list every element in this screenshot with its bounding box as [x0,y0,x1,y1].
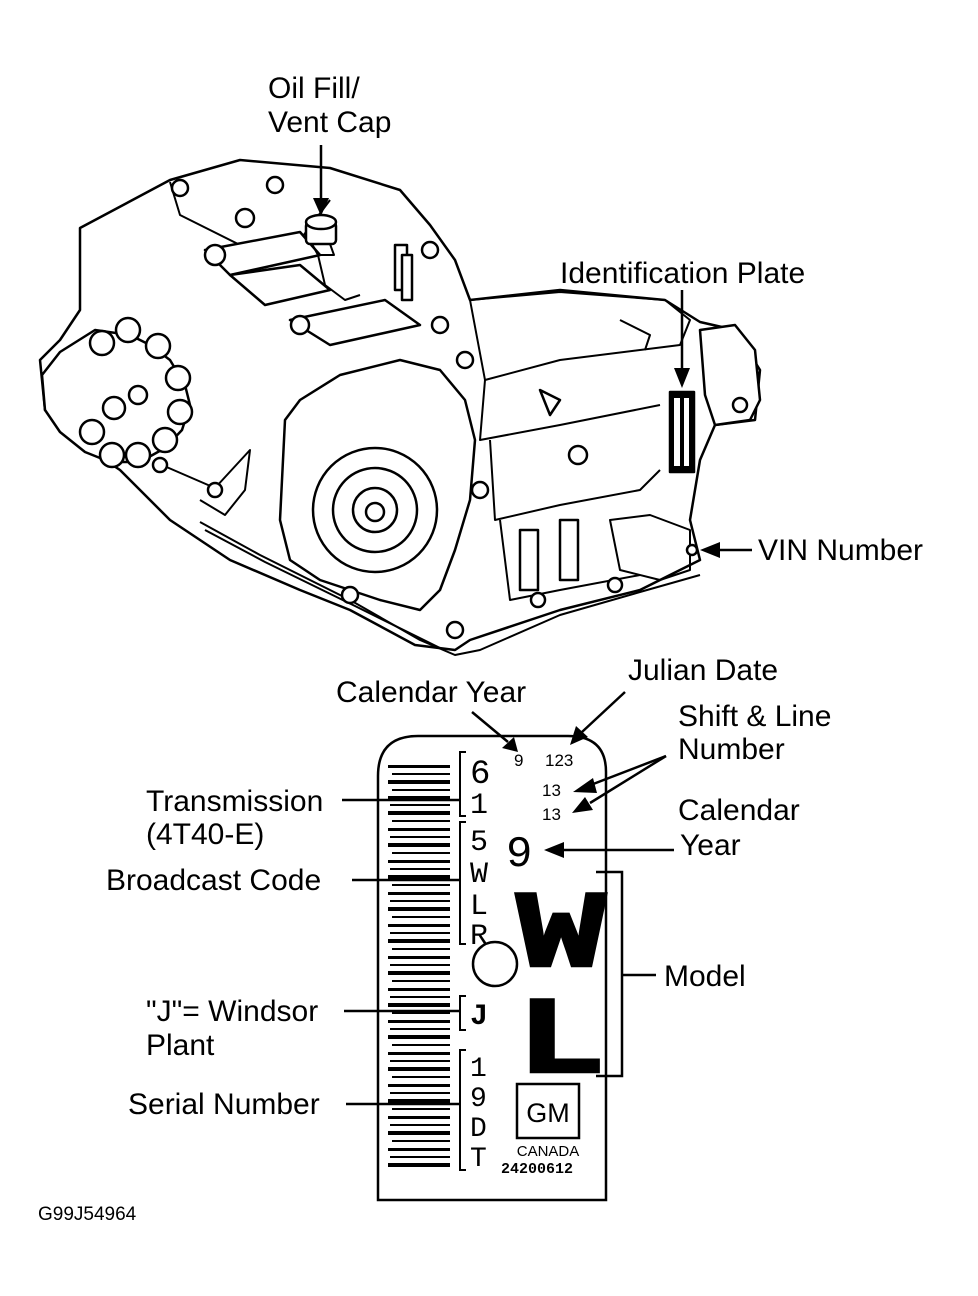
trans-char-2: 1 [470,789,488,823]
windsor-plant-callout: "J"= Windsor Plant [146,995,460,1062]
windsor-label-2: Plant [146,1029,215,1062]
shift-line-label-1: Shift & Line [678,700,831,733]
transmission-label-2: (4T40-E) [146,818,264,851]
serial-char-4: T [470,1144,487,1175]
model-callout: Model [596,870,746,1078]
serial-number-label: Serial Number [128,1088,320,1121]
julian-date-callout: Julian Date [570,654,778,745]
shift-line-callout: Shift & Line Number [572,700,831,813]
oil-fill-callout: Oil Fill/ Vent Cap [268,72,391,216]
plate-julian-date: 123 [545,751,573,770]
broadcast-code-label: Broadcast Code [106,864,321,897]
calendar-year-right-label-2: Year [680,829,741,862]
plate-shift-2: 13 [542,805,561,824]
trans-char-1: 6 [470,756,490,794]
plate-shift-1: 13 [542,781,561,800]
calendar-year-right-callout: Calendar Year [544,794,800,862]
plate-year-digit: 9 [514,751,523,770]
figure-id: G99J54964 [38,1204,137,1225]
model-label: Model [664,960,746,993]
vin-number-label: VIN Number [758,534,923,567]
serial-char-1: 1 [470,1054,487,1085]
model-char-1: W [516,875,606,1000]
windsor-label-1: "J"= Windsor [146,995,318,1028]
calendar-year-top-label: Calendar Year [336,676,526,709]
plate-hole [471,940,519,988]
shift-line-label-2: Number [678,733,785,766]
transmission-callout: Transmission (4T40-E) [146,785,460,851]
transmission-illustration [38,158,762,656]
oil-fill-label-line2: Vent Cap [268,106,391,139]
calendar-year-right-label-1: Calendar [678,794,800,827]
julian-date-label: Julian Date [628,654,778,687]
identification-plate-label: Identification Plate [560,257,805,290]
plate-part-number: 24200612 [501,1161,573,1178]
identification-plate-callout: Identification Plate [560,257,805,388]
gm-logo-text: GM [526,1098,570,1128]
broadcast-code-callout: Broadcast Code [106,864,460,897]
barcode [388,765,450,1167]
plate-country: CANADA [517,1143,580,1160]
gm-logo: GM [515,1082,581,1140]
plant-char: J [470,1000,488,1034]
oil-fill-label-line1: Oil Fill/ [268,72,360,105]
broadcast-char-1: 5 [470,826,488,860]
broadcast-char-2: W [470,858,488,892]
calendar-year-top-callout: Calendar Year [336,676,526,752]
serial-number-callout: Serial Number [128,1088,460,1121]
id-plate-detail: 9 123 13 13 6 1 5 W L R J 1 9 D T 9 W L … [376,734,608,1202]
serial-char-2: 9 [470,1084,487,1115]
serial-char-3: D [470,1114,487,1145]
plate-year-big: 9 [506,830,532,880]
transmission-label-1: Transmission [146,785,323,818]
vin-number-callout: VIN Number [700,534,923,567]
broadcast-char-3: L [470,890,488,924]
